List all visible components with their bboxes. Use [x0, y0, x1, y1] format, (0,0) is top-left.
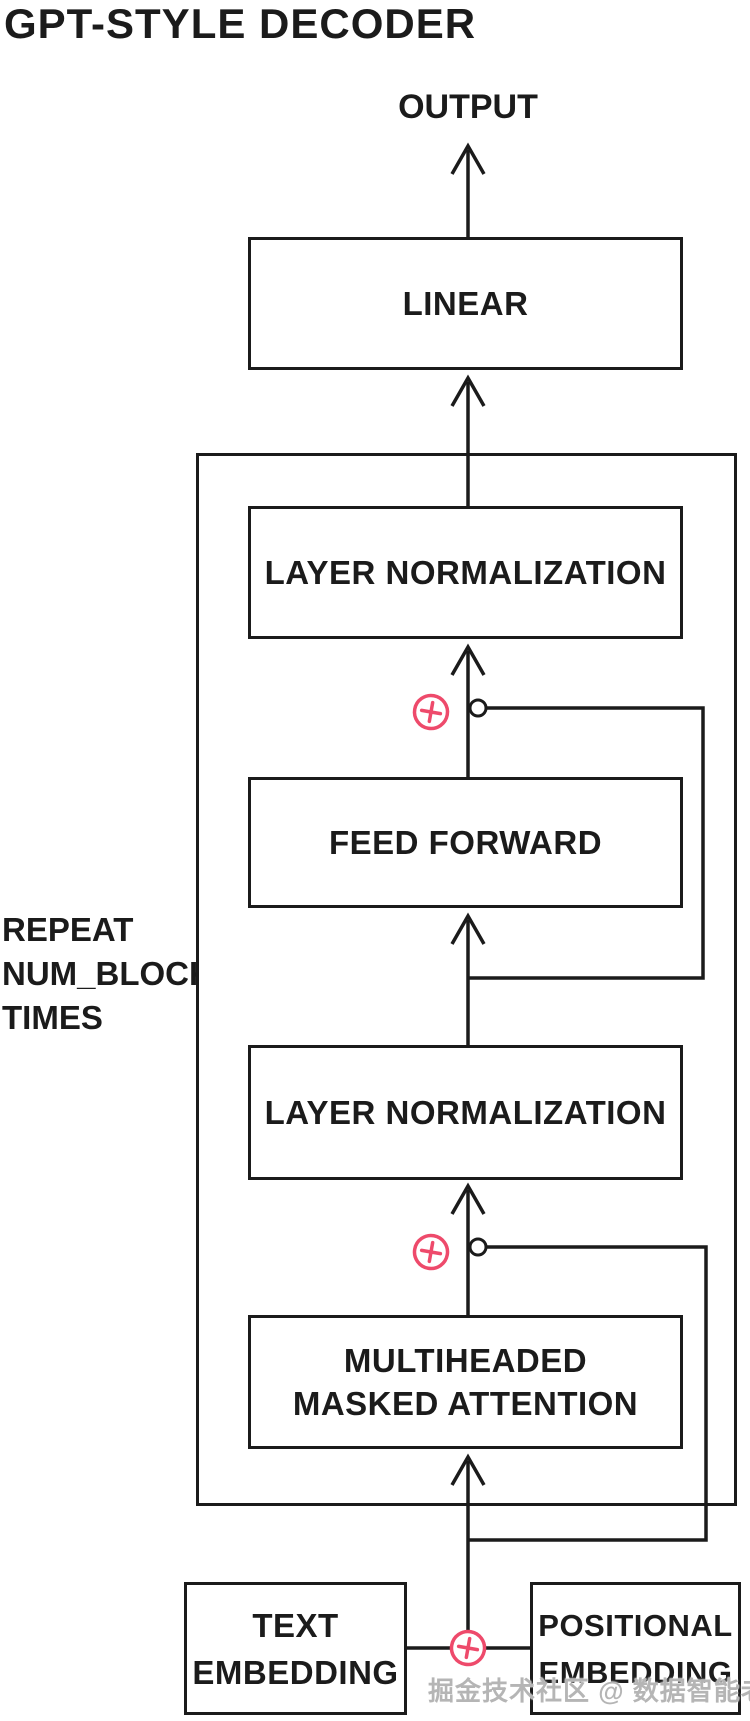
repeat-annotation-line1: REPEAT: [2, 911, 134, 948]
add-operator-icon: [449, 1629, 487, 1667]
node-layer-norm-mid: LAYER NORMALIZATION: [248, 1045, 683, 1180]
arrowhead-linear-icon: [450, 374, 486, 407]
node-layer-norm-top: LAYER NORMALIZATION: [248, 506, 683, 639]
node-feed-forward: FEED FORWARD: [248, 777, 683, 908]
node-masked-attention-line2: MASKED ATTENTION: [292, 1385, 639, 1422]
node-masked-attention: MULTIHEADED MASKED ATTENTION: [248, 1315, 683, 1449]
arrowhead-output-icon: [450, 142, 486, 175]
node-linear-label: LINEAR: [402, 285, 529, 322]
repeat-annotation-line2: NUM_BLOCK: [2, 955, 213, 992]
repeat-annotation-line3: TIMES: [2, 999, 103, 1036]
watermark-text: 掘金技术社区 @ 数据智能老司机: [428, 1676, 750, 1706]
output-label: OUTPUT: [398, 88, 538, 126]
node-text-embedding-line2: EMBEDDING: [192, 1653, 399, 1691]
node-masked-attention-line1: MULTIHEADED: [343, 1342, 588, 1379]
node-positional-embedding-line1: POSITIONAL: [538, 1607, 733, 1643]
page-title: GPT-STYLE DECODER: [4, 0, 477, 47]
node-feed-forward-label: FEED FORWARD: [328, 824, 603, 861]
node-text-embedding: TEXT EMBEDDING: [184, 1582, 407, 1715]
node-linear: LINEAR: [248, 237, 683, 370]
node-positional-embedding: POSITIONAL EMBEDDING: [530, 1582, 741, 1715]
node-layer-norm-mid-label: LAYER NORMALIZATION: [264, 1094, 667, 1131]
repeat-times-annotation: REPEAT NUM_BLOCK TIMES: [2, 908, 213, 1040]
node-text-embedding-line1: TEXT: [252, 1606, 339, 1644]
node-layer-norm-top-label: LAYER NORMALIZATION: [264, 554, 667, 591]
node-positional-embedding-line2: EMBEDDING: [538, 1654, 733, 1690]
